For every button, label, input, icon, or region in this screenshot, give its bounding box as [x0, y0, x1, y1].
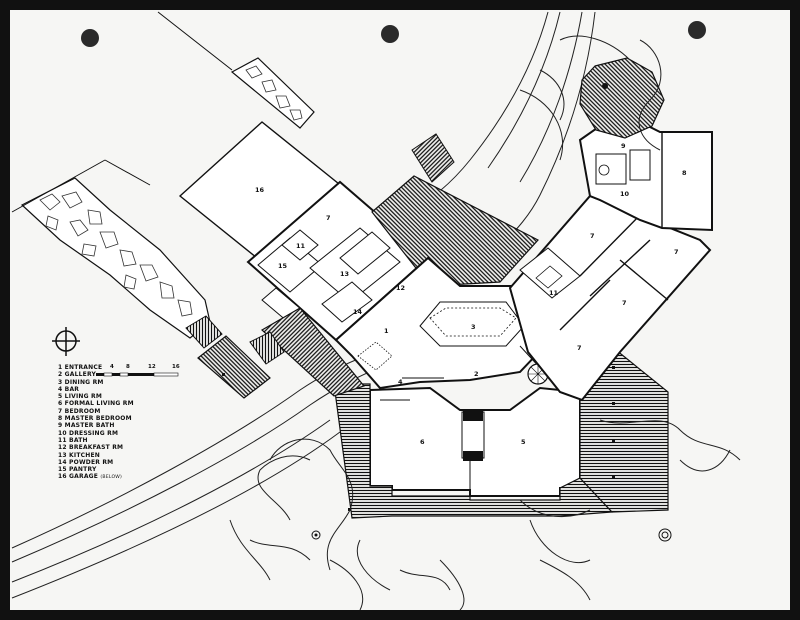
tree-marker-2 — [658, 528, 672, 542]
legend-room-name: KITCHEN — [69, 451, 100, 459]
legend-item: 14 POWDER RM — [58, 459, 134, 466]
legend-item: 8 MASTER BEDROOM — [58, 415, 134, 422]
flagstone-path-north — [230, 57, 315, 129]
legend-item: 11 BATH — [58, 437, 134, 444]
legend-room-name: LIVING RM — [64, 393, 103, 401]
legend-number: 12 — [58, 444, 67, 452]
legend-number: 6 — [58, 400, 63, 408]
east-wing — [508, 194, 712, 402]
deck-west — [260, 307, 366, 397]
scale-tick-4: 4 — [110, 364, 114, 370]
legend-item: 13 KITCHEN — [58, 452, 134, 459]
legend-item: 7 BEDROOM — [58, 408, 134, 415]
south-living-block — [369, 386, 581, 497]
legend-room-name: POWDER RM — [69, 458, 114, 466]
legend-room-name: GARAGE — [69, 473, 99, 481]
flagstone-path-west — [20, 177, 211, 339]
legend-number: 16 — [58, 473, 67, 481]
legend-number: 3 — [58, 378, 63, 386]
legend-item: 16 GARAGE (BELOW) — [58, 473, 134, 481]
legend-number: 15 — [58, 466, 67, 474]
scale-tick-16: 16 — [172, 364, 180, 370]
room-label-formal-living: 6 — [420, 438, 425, 446]
binder-holes — [81, 21, 706, 47]
legend-item: 10 DRESSING RM — [58, 430, 134, 437]
legend-item: 3 DINING RM — [58, 379, 134, 386]
legend-number: 4 — [58, 385, 63, 393]
legend-item: 4 BAR — [58, 386, 134, 393]
room-label-bar: 4 — [398, 378, 403, 386]
room-label-garage: 16 — [255, 186, 265, 194]
property-line — [157, 11, 233, 71]
legend-room-name: PANTRY — [69, 466, 97, 474]
room-label-bedroom-nw: 7 — [326, 214, 331, 222]
legend-room-name: BEDROOM — [64, 407, 101, 415]
legend-room-name: MASTER BATH — [64, 422, 115, 430]
room-label-breakfast: 12 — [396, 284, 405, 292]
room-label-bedroom-e: 7 — [577, 344, 582, 352]
legend-number: 7 — [58, 407, 63, 415]
legend-room-name: BATH — [69, 436, 88, 444]
legend-number: 9 — [58, 422, 63, 430]
legend-room-name: GALLERY — [64, 371, 97, 379]
scale-tick-12: 12 — [148, 364, 156, 370]
legend-room-name: FORMAL LIVING RM — [64, 400, 134, 408]
tree-marker-1 — [311, 530, 321, 540]
legend-item: 9 MASTER BATH — [58, 422, 134, 429]
room-labels: 16 7 11 15 13 12 14 1 3 2 4 6 5 11 7 7 7… — [255, 142, 687, 446]
octagonal-deck — [579, 57, 665, 139]
legend-number: 8 — [58, 415, 63, 423]
deck-southwest — [333, 383, 614, 519]
room-label-bath-ne: 11 — [549, 289, 559, 297]
scale-bar: 4 8 12 16 — [96, 364, 186, 384]
legend-room-name: BREAKFAST RM — [69, 444, 124, 452]
legend-room-name: DRESSING RM — [69, 429, 119, 437]
landscape-sketch — [229, 35, 741, 611]
room-label-master-bath: 9 — [621, 142, 626, 150]
master-suite — [578, 110, 713, 232]
room-label-bedroom-ne2: 7 — [674, 248, 679, 256]
legend-room-name: MASTER BEDROOM — [64, 415, 132, 423]
legend-item: 15 PANTRY — [58, 466, 134, 473]
legend-number: 11 — [58, 436, 67, 444]
legend-room-name: ENTRANCE — [64, 364, 103, 371]
room-label-pantry: 15 — [278, 262, 288, 270]
entry-landing — [185, 315, 285, 399]
room-label-living: 5 — [521, 438, 526, 446]
room-label-dressing: 10 — [620, 190, 630, 198]
legend-note: (BELOW) — [100, 475, 122, 481]
room-label-gallery: 2 — [474, 370, 479, 378]
room-label-powder: 14 — [353, 308, 363, 316]
stairs-north — [411, 133, 455, 183]
room-label-master-bedroom: 8 — [682, 169, 687, 177]
legend-number: 1 — [58, 364, 63, 371]
legend-room-name: BAR — [64, 385, 80, 393]
room-label-entrance: 1 — [384, 327, 389, 335]
room-label-bath-nw: 11 — [296, 242, 306, 250]
legend-item: 12 BREAKFAST RM — [58, 444, 134, 451]
legend-number: 13 — [58, 451, 67, 459]
legend-item: 6 FORMAL LIVING RM — [58, 400, 134, 407]
legend-number: 5 — [58, 393, 63, 401]
scale-tick-8: 8 — [126, 364, 130, 370]
legend-item: 1 ENTRANCE — [58, 364, 134, 371]
north-arrow-icon — [52, 327, 80, 356]
legend-number: 2 — [58, 371, 63, 379]
legend-item: 5 LIVING RM — [58, 393, 134, 400]
room-label-dining: 3 — [471, 323, 476, 331]
room-label-bedroom-ne3: 7 — [622, 299, 627, 307]
legend-number: 14 — [58, 458, 67, 466]
deck-posts — [222, 366, 615, 511]
room-label-bedroom-ne1: 7 — [590, 232, 595, 240]
legend-item: 2 GALLERY — [58, 371, 134, 378]
legend-number: 10 — [58, 429, 67, 437]
room-label-kitchen: 13 — [340, 270, 349, 278]
legend-room-name: DINING RM — [64, 378, 104, 386]
